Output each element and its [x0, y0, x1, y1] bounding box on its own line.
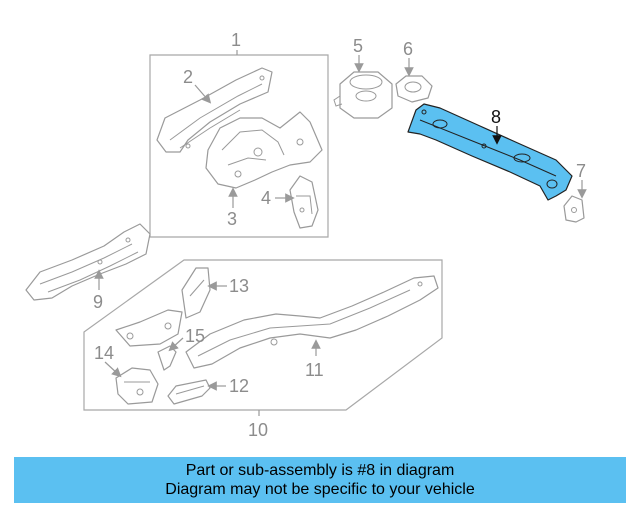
callout-9: 9 [93, 292, 103, 312]
callout-1: 1 [231, 30, 241, 50]
callout-3: 3 [227, 209, 237, 229]
part-11-side-rail[interactable] [185, 275, 439, 369]
part-6-strut-plate[interactable] [395, 75, 433, 103]
callout-7: 7 [576, 161, 586, 181]
part-8-cowl-panel[interactable] [407, 103, 573, 201]
callout-4: 4 [261, 188, 271, 208]
part-7-bracket[interactable] [563, 195, 585, 223]
part-5-strut-mount[interactable] [333, 71, 393, 119]
callout-2: 2 [183, 67, 193, 87]
info-banner: Part or sub-assembly is #8 in diagram Di… [14, 457, 626, 503]
banner-line-2: Diagram may not be specific to your vehi… [165, 481, 475, 498]
part-14-mount-bracket[interactable] [115, 367, 159, 405]
group-box-10 [83, 259, 443, 411]
part-3-wheelhouse[interactable] [205, 111, 323, 189]
callout-8: 8 [491, 107, 501, 127]
part-2-apron-reinforcement[interactable] [156, 67, 273, 153]
callout-11: 11 [305, 360, 324, 380]
part-15-clip[interactable] [157, 345, 177, 371]
part-12-rail[interactable] [167, 379, 211, 405]
callout-10: 10 [248, 420, 268, 440]
callout-13: 13 [229, 276, 249, 296]
callout-6: 6 [403, 39, 413, 59]
banner-line-1: Part or sub-assembly is #8 in diagram [185, 462, 455, 479]
parts-diagram: 1 2 3 4 5 6 7 8 9 10 11 12 13 14 15 [25, 30, 587, 440]
callout-12: 12 [229, 376, 249, 396]
callout-14: 14 [94, 343, 114, 363]
part-lower-bracket[interactable] [115, 309, 183, 347]
group-box-1 [149, 54, 329, 238]
callout-15: 15 [185, 326, 205, 346]
part-13-brace[interactable] [181, 267, 211, 319]
part-4-bracket[interactable] [289, 175, 319, 229]
part-9-frame-rail[interactable] [25, 223, 151, 301]
callout-5: 5 [353, 36, 363, 56]
